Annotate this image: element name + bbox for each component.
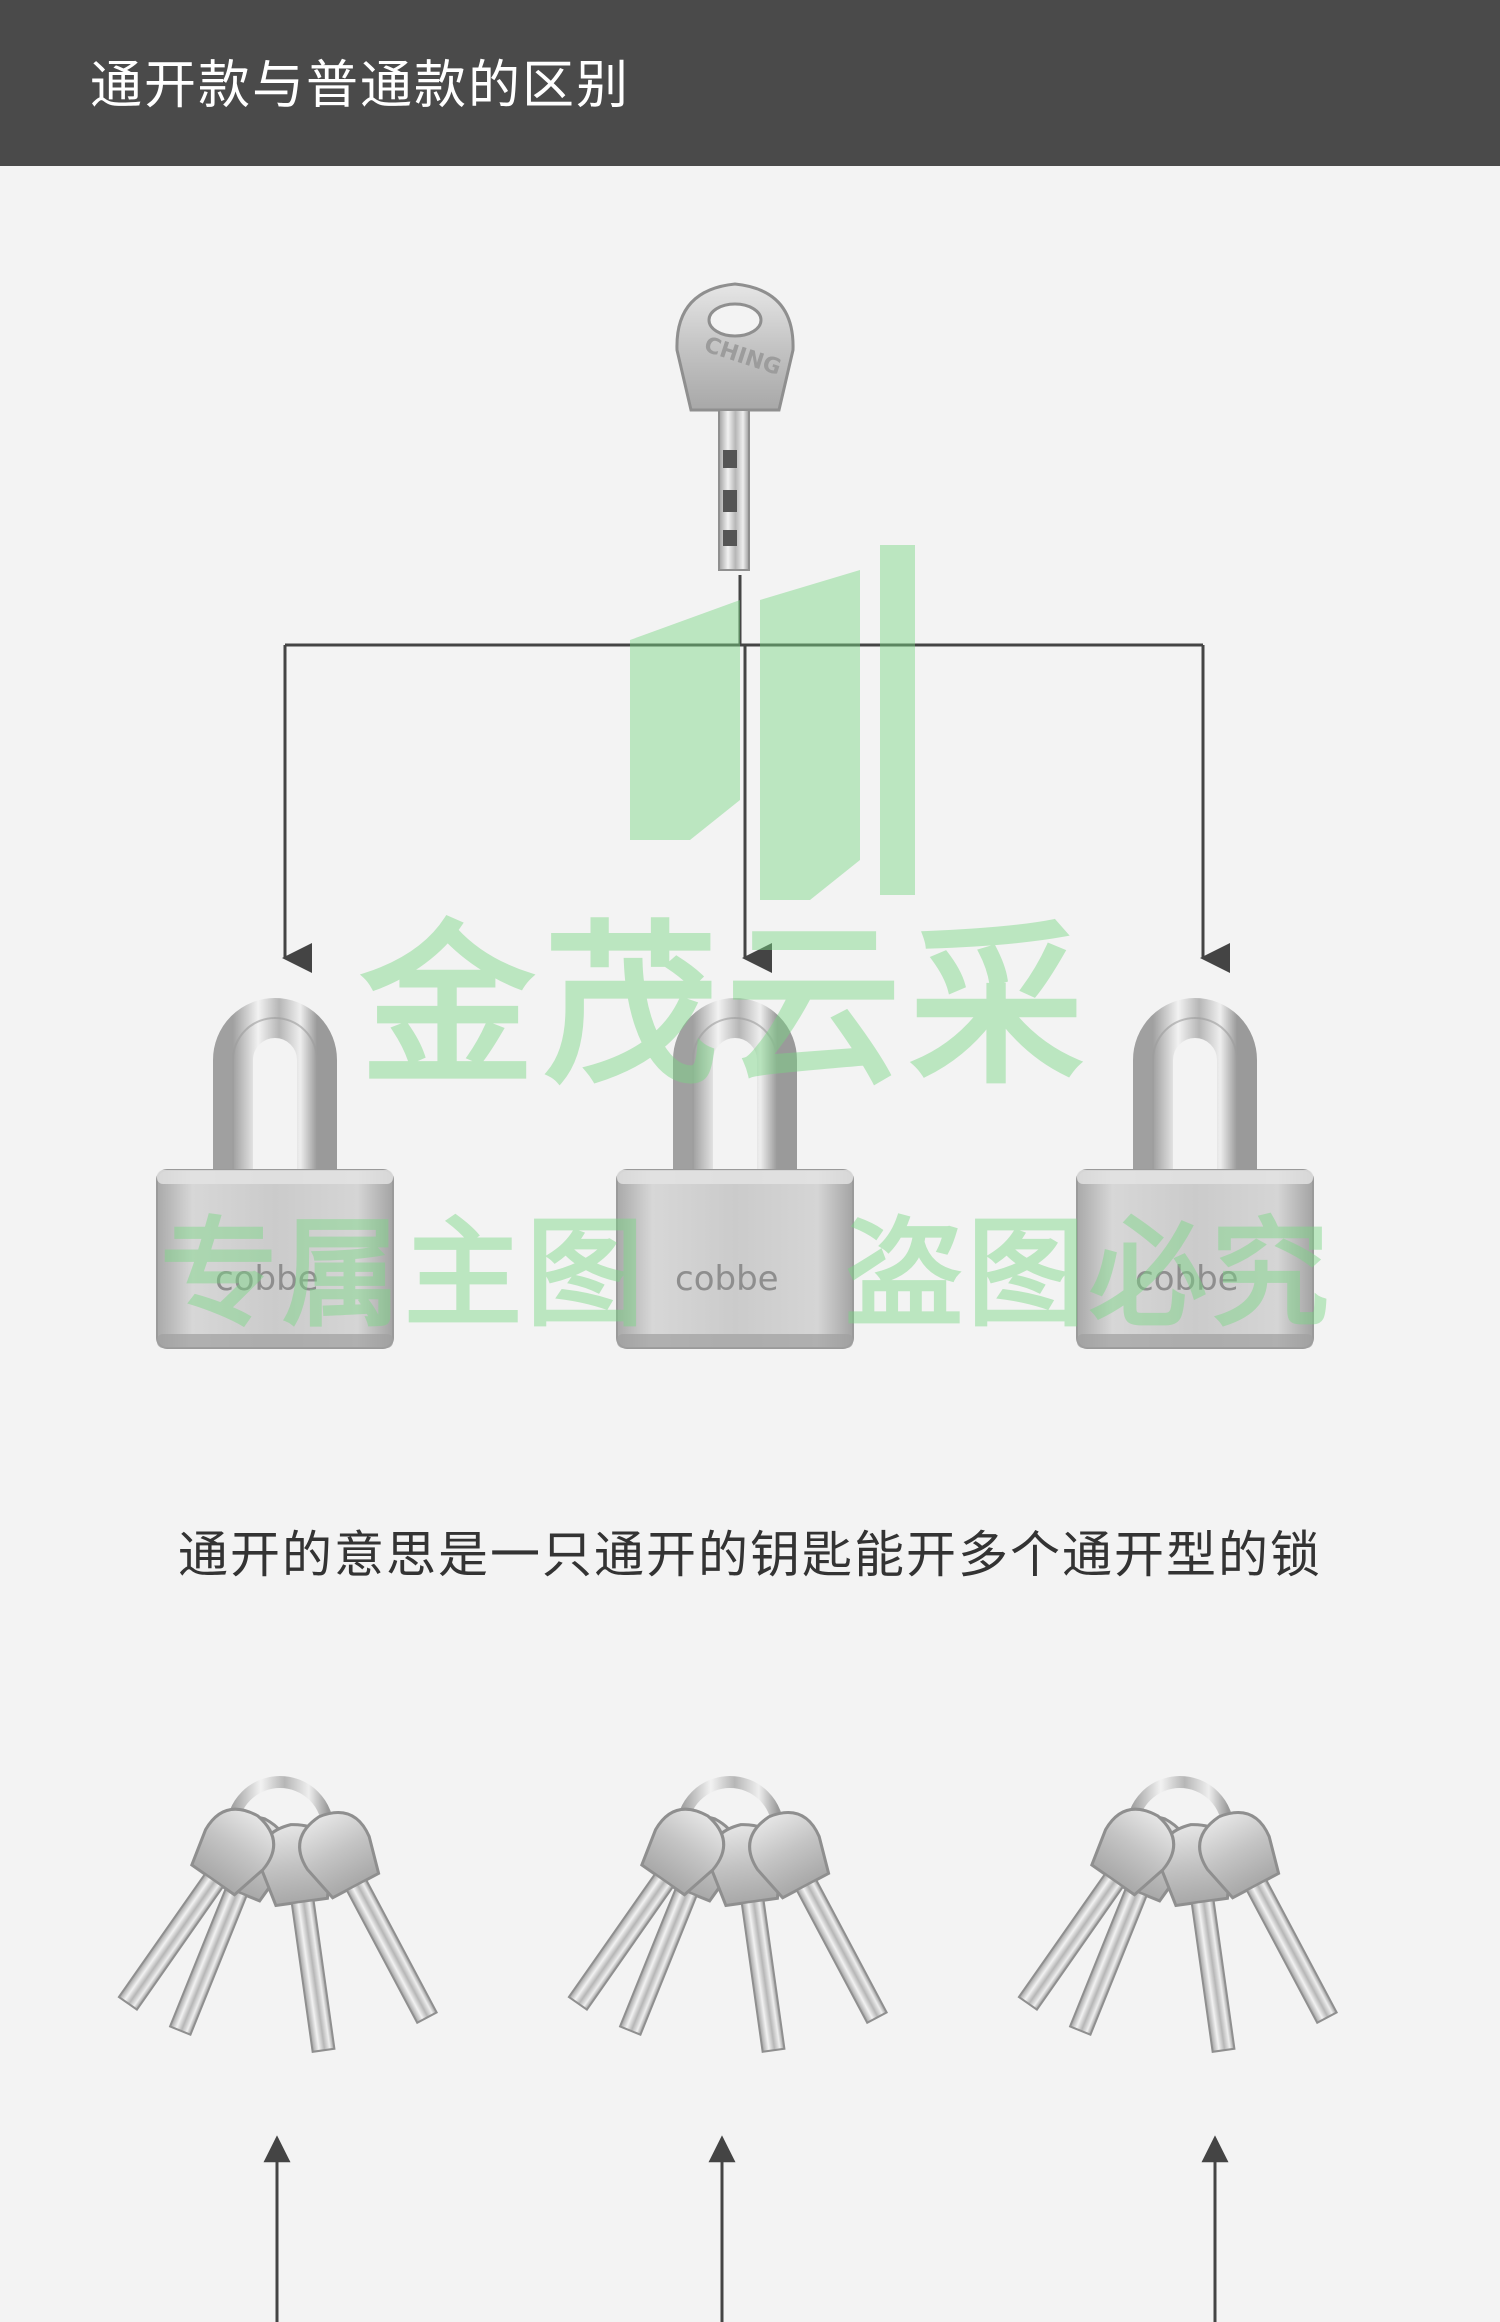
padlock-brand-label: cobbe — [1135, 1259, 1239, 1299]
padlock-brand-label: cobbe — [215, 1259, 319, 1299]
watermark-line-b: 盗图必究 — [845, 1205, 1334, 1343]
watermark-logo — [630, 545, 915, 900]
padlock-brand-label: cobbe — [675, 1259, 779, 1299]
page-title: 通开款与普通款的区别 — [90, 56, 631, 116]
watermark-brand: 金茂云采 — [360, 906, 1092, 1109]
watermark-line-a: 专属主图 — [160, 1205, 649, 1343]
key-ring-icon — [998, 1782, 1357, 2055]
padlock-icon: cobbe — [1077, 1018, 1313, 1348]
header-bar: 通开款与普通款的区别 — [0, 0, 1500, 166]
key-ring-icon — [98, 1782, 457, 2055]
caption-text: 通开的意思是一只通开的钥匙能开多个通开型的锁 — [178, 1526, 1322, 1584]
padlock-icon: cobbe — [617, 1018, 853, 1348]
bottom-arrows — [263, 2135, 1229, 2322]
connector-lines — [282, 575, 1230, 973]
key-ring-icon — [548, 1782, 907, 2055]
padlock-icon: cobbe — [157, 1018, 393, 1348]
illustration: CHING cobbe cobbe cobbe — [0, 282, 1500, 2322]
key-icon: CHING — [675, 282, 795, 572]
